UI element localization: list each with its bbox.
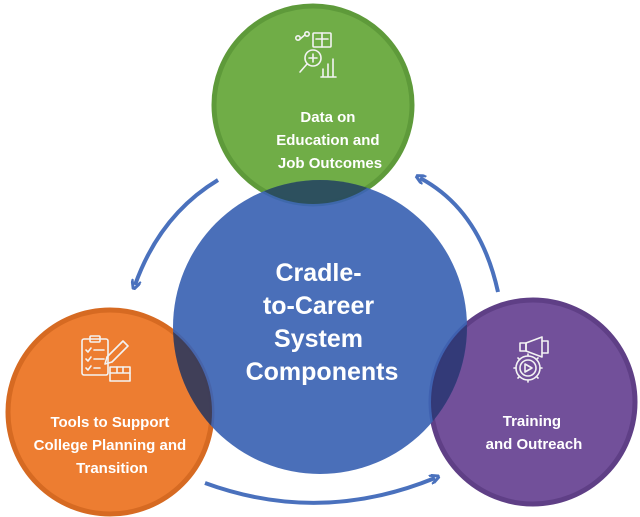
node-data-label-line: Education and xyxy=(276,132,379,149)
node-training-label-line: Training xyxy=(503,413,561,430)
center-label-line: to-Career xyxy=(263,292,374,320)
node-tools-label-line: Tools to Support xyxy=(50,414,169,431)
node-data-label-line: Job Outcomes xyxy=(278,155,382,172)
center-label-line: Components xyxy=(246,358,399,386)
center-label: Cradle- to-Career System Components xyxy=(246,259,399,386)
node-data-label-line: Data on xyxy=(300,109,355,126)
center-label-line: Cradle- xyxy=(275,259,361,287)
megaphone-gear-icon xyxy=(513,336,549,383)
data-analysis-icon xyxy=(294,30,337,78)
node-tools-label-line: College Planning and xyxy=(34,437,187,454)
node-training-label-line: and Outreach xyxy=(486,436,583,453)
node-training-label: Training and Outreach xyxy=(486,413,583,453)
center-circle xyxy=(173,180,467,474)
arrow-training-to-data xyxy=(420,178,500,293)
arrow-tools-to-training xyxy=(204,478,435,505)
node-data-label: Data on Education and Job Outcomes xyxy=(276,109,384,172)
checklist-pencil-icon xyxy=(81,335,131,382)
arrow-data-to-tools xyxy=(135,178,220,285)
node-tools-label-line: Transition xyxy=(76,460,148,477)
node-tools-label: Tools to Support College Planning and Tr… xyxy=(34,414,191,477)
center-label-line: System xyxy=(274,325,363,353)
cycle-arrows xyxy=(135,178,500,505)
